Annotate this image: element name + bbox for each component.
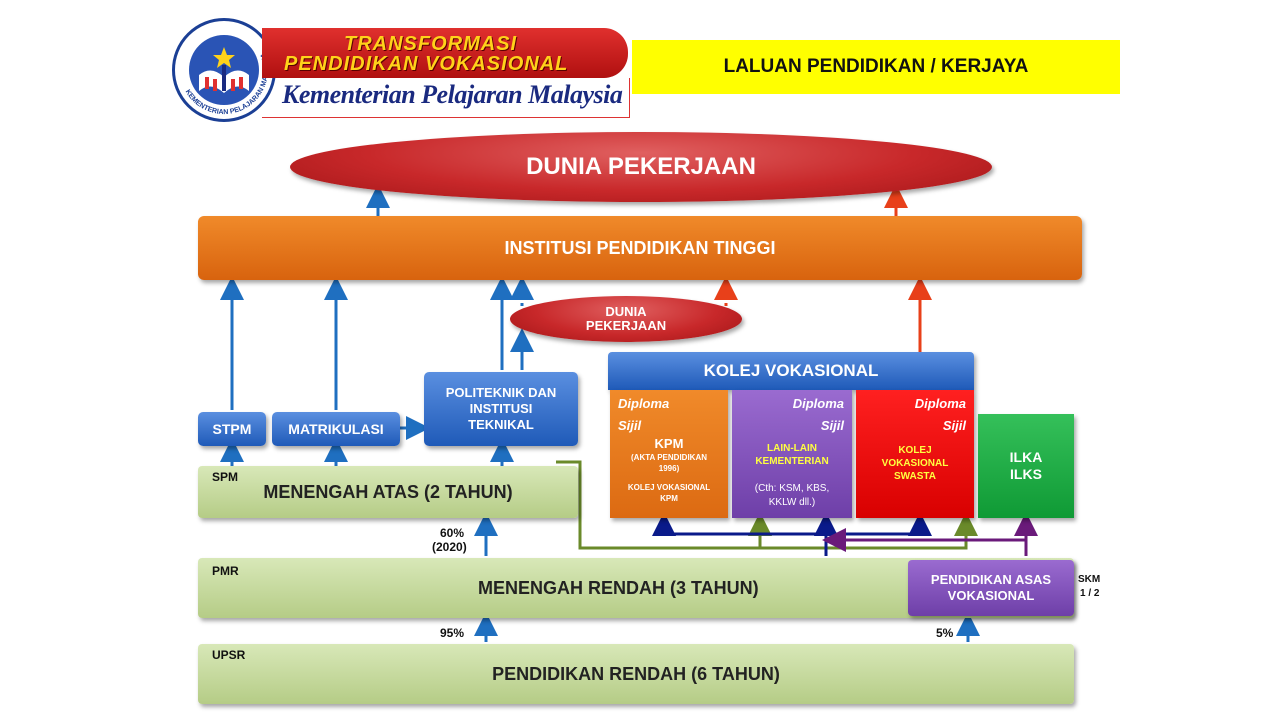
matrikulasi-box: MATRIKULASI [272, 412, 400, 446]
institusi-pendidikan-tinggi: INSTITUSI PENDIDIKAN TINGGI [198, 216, 1082, 280]
kpm-subtitle: (AKTA PENDIDIKAN 1996) KOLEJ VOKASIONAL … [610, 452, 728, 504]
arrow-navy-to-kpm [652, 512, 828, 556]
title-line-2: PENDIDIKAN VOKASIONAL [284, 53, 569, 75]
kpm-sijil: Sijil [618, 418, 642, 433]
column-lain-lain: Diploma Sijil LAIN-LAIN KEMENTERIAN (Cth… [732, 390, 852, 518]
menengah-atas-box: MENENGAH ATAS (2 TAHUN) [198, 466, 578, 518]
ilka-line1: ILKA [1009, 449, 1043, 465]
lain-diploma: Diploma [792, 396, 844, 411]
logo-emblem [189, 35, 259, 105]
pav-line1: PENDIDIKAN ASAS [930, 572, 1052, 587]
kpm-sub-line3: KOLEJ VOKASIONAL [627, 483, 711, 492]
politeknik-box: POLITEKNIK DAN INSTITUSI TEKNIKAL [424, 372, 578, 446]
title-line-1: TRANSFORMASI [344, 33, 518, 55]
column-swasta: Diploma Sijil KOLEJ VOKASIONAL SWASTA [856, 390, 974, 518]
dunia-pekerjaan-top: DUNIA PEKERJAAN [290, 132, 992, 202]
swasta-title-line3: SWASTA [893, 471, 937, 482]
ministry-logo: KEMENTERIAN PELAJARAN MALAYSIA [172, 18, 276, 122]
lain-title-line1: LAIN-LAIN [767, 443, 817, 454]
skm-level: 1 / 2 [1080, 588, 1100, 599]
ilka-ilks-box: ILKA ILKS [978, 414, 1074, 518]
arrow-olive-to-swasta [760, 512, 978, 550]
swasta-title: KOLEJ VOKASIONAL SWASTA [856, 444, 974, 483]
route-title: LALUAN PENDIDIKAN / KERJAYA [632, 40, 1120, 94]
kpm-title: KPM [654, 436, 684, 451]
logo-ring-text: KEMENTERIAN PELAJARAN MALAYSIA [184, 52, 270, 116]
pav-line2: VOKASIONAL [947, 588, 1035, 603]
lain-example-line1: (Cth: KSM, KBS, [754, 483, 830, 494]
upsr-label: UPSR [212, 648, 246, 662]
pct-95: 95% [440, 626, 465, 640]
kolej-vokasional-header: KOLEJ VOKASIONAL [608, 352, 974, 390]
pmr-label: PMR [212, 564, 239, 578]
swasta-diploma: Diploma [914, 396, 966, 411]
pendidikan-rendah-box: PENDIDIKAN RENDAH (6 TAHUN) [198, 644, 1074, 704]
politeknik-line2: INSTITUSI [469, 401, 533, 416]
politeknik-line1: POLITEKNIK DAN [445, 385, 557, 400]
title-banner: TRANSFORMASI PENDIDIKAN VOKASIONAL [262, 28, 628, 78]
arrow-navy-to-swasta [826, 512, 932, 536]
kpm-diploma: Diploma [618, 396, 670, 411]
politeknik-line3: TEKNIKAL [468, 417, 534, 432]
ilka-line2: ILKS [1010, 466, 1042, 482]
swasta-sijil: Sijil [942, 418, 966, 433]
lain-example: (Cth: KSM, KBS, KKLW dll.) [732, 482, 852, 510]
kpm-sub-line4: KPM [660, 494, 678, 503]
stpm-box: STPM [198, 412, 266, 446]
dunia-pekerjaan-mid: DUNIA PEKERJAAN [510, 296, 742, 342]
lain-sijil: Sijil [820, 418, 844, 433]
lain-example-line2: KKLW dll.) [768, 497, 816, 508]
kpm-sub-line2: 1996) [658, 464, 680, 473]
pendidikan-asas-vokasional: PENDIDIKAN ASAS VOKASIONAL [908, 560, 1074, 616]
ministry-subtitle: Kementerian Pelajaran Malaysia [282, 80, 623, 109]
swasta-title-line1: KOLEJ [898, 445, 932, 456]
swasta-title-line2: VOKASIONAL [881, 458, 949, 469]
column-kpm: Diploma Sijil KPM (AKTA PENDIDIKAN 1996)… [610, 390, 728, 518]
skm-label: SKM [1078, 574, 1101, 585]
arrow-olive-to-lain [556, 460, 772, 550]
lain-title-line2: KEMENTERIAN [755, 456, 829, 467]
pct-5: 5% [936, 626, 954, 640]
dunia-mid-line1: DUNIA [605, 304, 647, 319]
lain-title: LAIN-LAIN KEMENTERIAN [732, 442, 852, 468]
spm-label: SPM [212, 470, 239, 484]
logo-book-icon [190, 36, 258, 104]
kpm-sub-line1: (AKTA PENDIDIKAN [631, 453, 707, 462]
pct-60: 60% [440, 526, 465, 540]
dunia-mid-line2: PEKERJAAN [585, 318, 667, 333]
pct-60-year: (2020) [432, 540, 467, 554]
subtitle-frame [262, 78, 630, 118]
